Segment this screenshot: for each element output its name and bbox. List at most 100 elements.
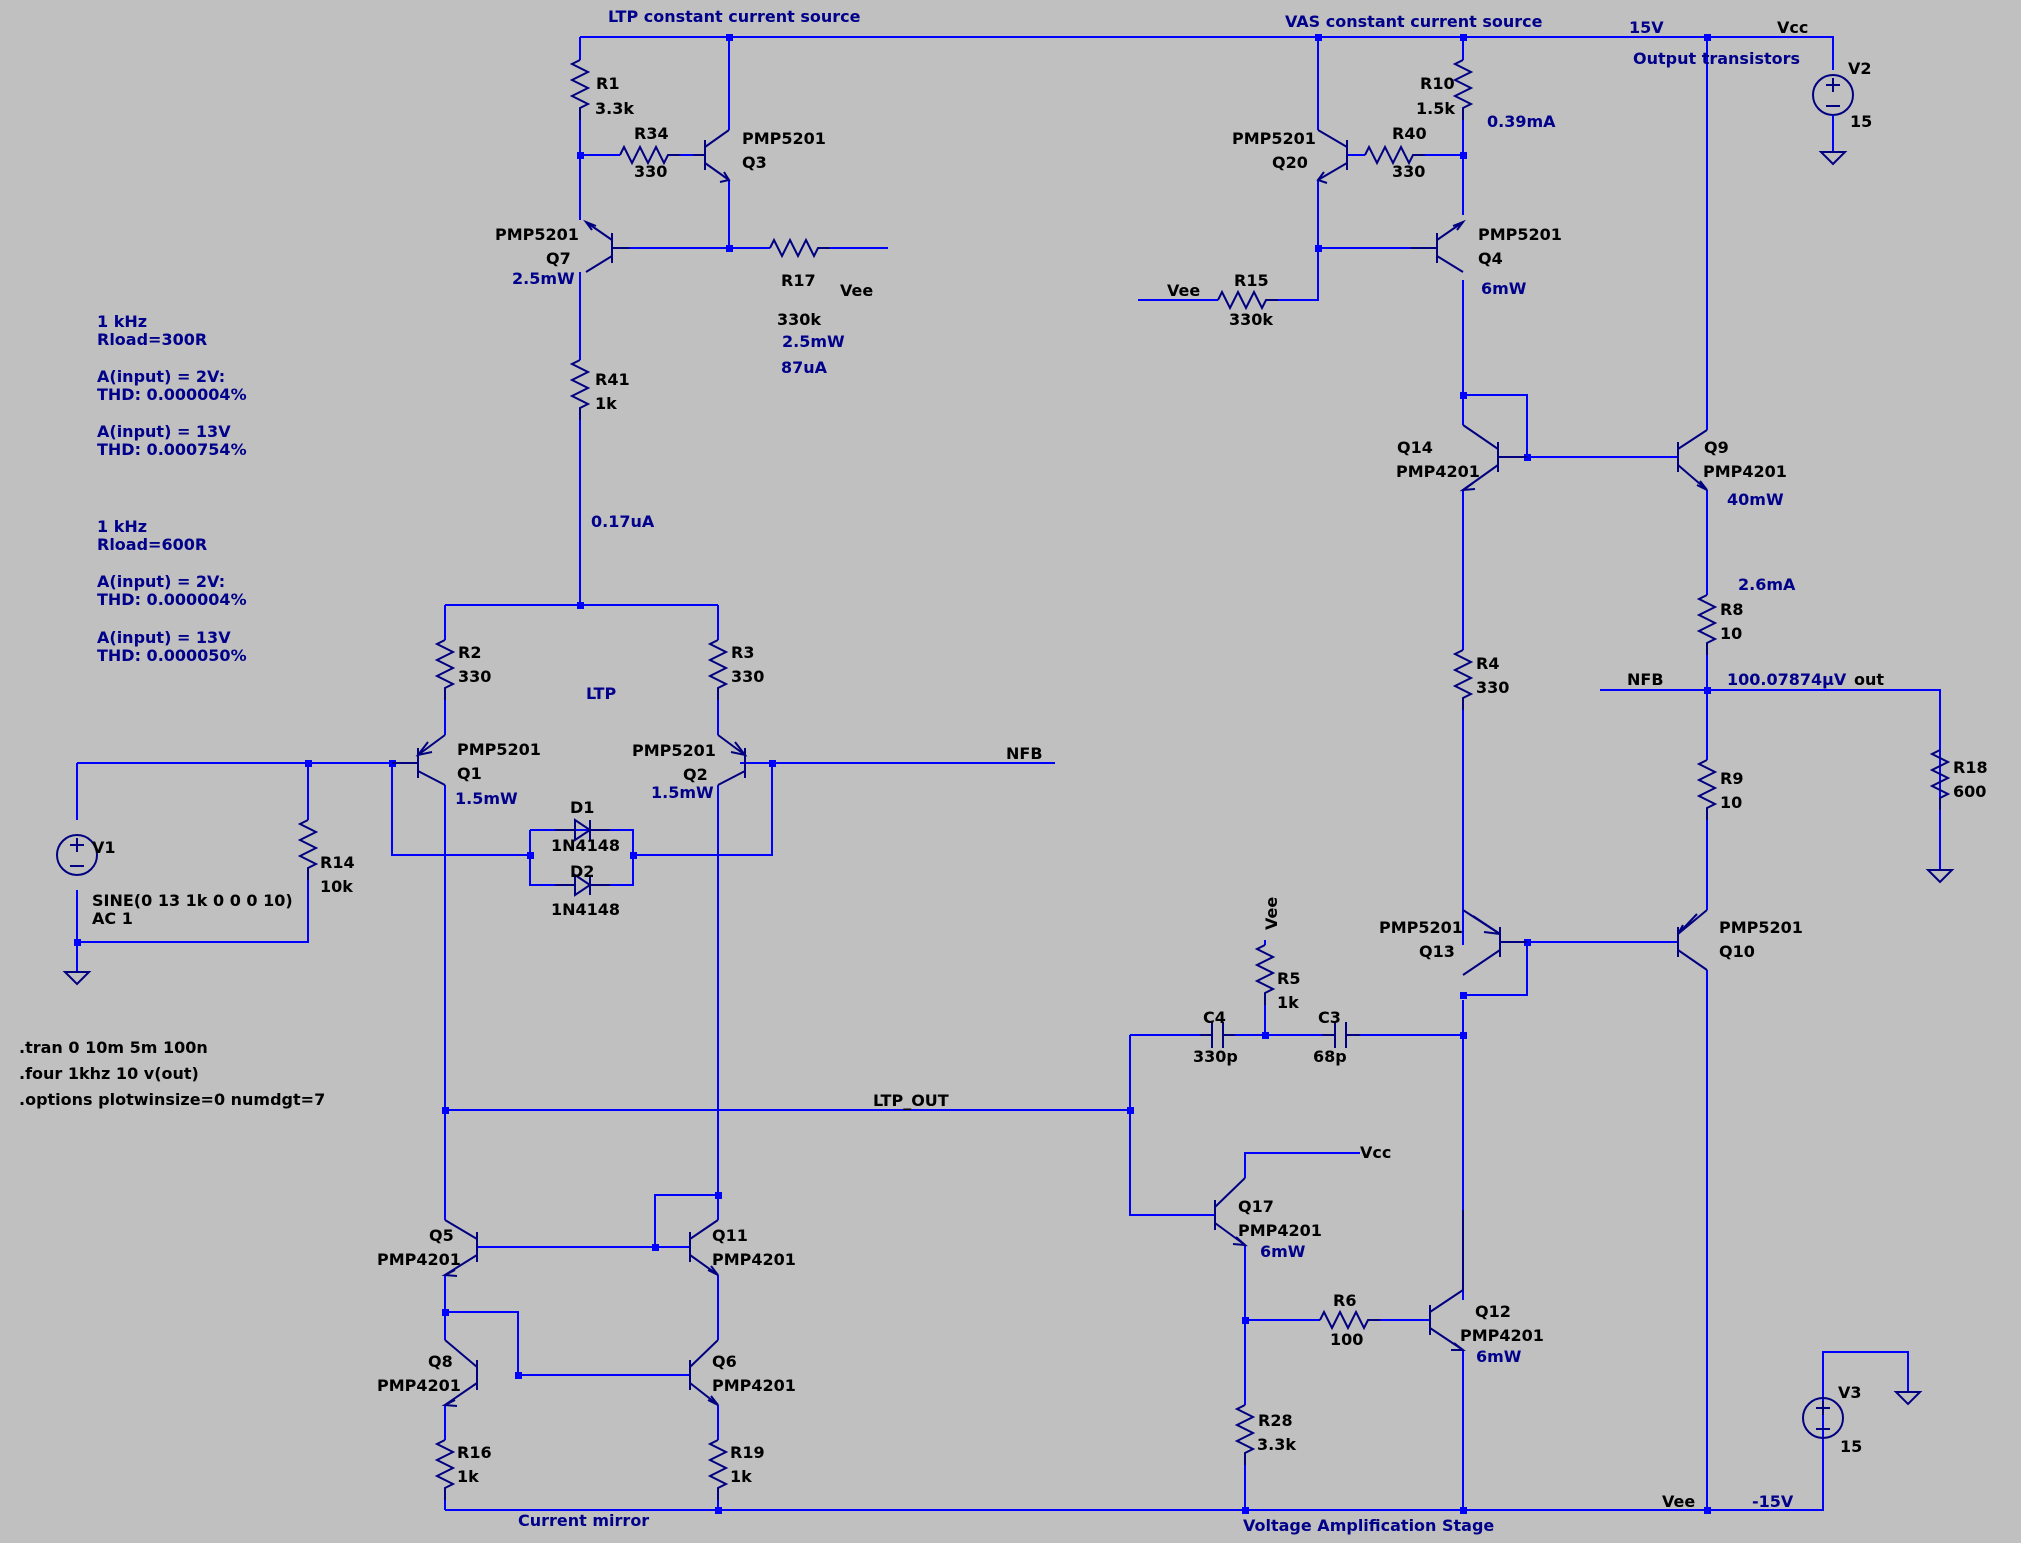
note2-line: A(input) = 2V: <box>97 572 225 591</box>
capacitor-c3[interactable] <box>1322 1022 1360 1048</box>
meas-q12-power: 6mW <box>1476 1347 1522 1366</box>
note2-line: THD: 0.000004% <box>97 590 247 609</box>
resistor-r8[interactable] <box>1696 594 1718 655</box>
r2-ref: R2 <box>458 643 481 662</box>
resistor-r3[interactable] <box>707 639 729 700</box>
transistor-q3[interactable] <box>693 129 731 183</box>
resistor-r4[interactable] <box>1452 649 1474 710</box>
r5-value: 1k <box>1277 993 1299 1012</box>
resistor-r1[interactable] <box>569 59 591 120</box>
transistor-q4[interactable] <box>1410 219 1466 273</box>
q3-ref: Q3 <box>742 153 767 172</box>
r34-value: 330 <box>634 162 667 181</box>
q1-ref: Q1 <box>457 764 482 783</box>
transistor-q14[interactable] <box>1459 424 1527 492</box>
r1-value: 3.3k <box>595 99 634 118</box>
q1-model: PMP5201 <box>457 740 541 759</box>
r40-value: 330 <box>1392 162 1425 181</box>
net-labels: 15V Vcc Vcc Vee Vee Vee Vee -15V NFB NFB… <box>840 18 1884 1511</box>
voltage-source-v2[interactable] <box>1812 74 1854 152</box>
diode-d1[interactable] <box>555 818 610 842</box>
meas-q7-power: 2.5mW <box>512 269 575 288</box>
meas-r8-current: 2.6mA <box>1738 575 1796 594</box>
transistor-q12[interactable] <box>1429 1210 1466 1351</box>
transistor-q6[interactable] <box>689 1339 719 1406</box>
resistor-r19[interactable] <box>707 1439 729 1500</box>
directive-four[interactable]: .four 1khz 10 v(out) <box>19 1064 199 1083</box>
r40-ref: R40 <box>1392 124 1427 143</box>
resistor-r14[interactable] <box>297 819 319 880</box>
note1-line: Rload=300R <box>97 330 207 349</box>
transistor-q20[interactable] <box>1316 129 1348 184</box>
note2-line: Rload=600R <box>97 535 207 554</box>
meas-r17-current: 87uA <box>781 358 828 377</box>
transistor-q10[interactable] <box>1677 909 1708 971</box>
d2-model: 1N4148 <box>551 900 620 919</box>
meas-q17-power: 6mW <box>1260 1242 1306 1261</box>
resistor-r15[interactable] <box>1217 289 1278 311</box>
r15-value: 330k <box>1229 310 1273 329</box>
transistor-q7[interactable] <box>583 219 630 273</box>
c3-value: 68p <box>1313 1047 1347 1066</box>
r8-ref: R8 <box>1720 600 1743 619</box>
d1-model: 1N4148 <box>551 836 620 855</box>
q17-ref: Q17 <box>1238 1197 1274 1216</box>
r19-ref: R19 <box>730 1443 765 1462</box>
title-current-mirror: Current mirror <box>518 1511 649 1530</box>
transistor-q17[interactable] <box>1214 1177 1248 1247</box>
resistor-r9[interactable] <box>1696 759 1718 820</box>
voltage-source-v3[interactable] <box>1802 1397 1844 1439</box>
r34-ref: R34 <box>634 124 669 143</box>
c4-value: 330p <box>1193 1047 1238 1066</box>
directive-tran[interactable]: .tran 0 10m 5m 100n <box>19 1038 208 1057</box>
resistor-r2[interactable] <box>434 639 456 700</box>
rail-vee-r15: Vee <box>1167 281 1200 300</box>
rail-plus15: 15V <box>1629 18 1664 37</box>
resistor-r40[interactable] <box>1364 144 1425 166</box>
title-ltp-ccs: LTP constant current source <box>608 7 861 26</box>
transistor-q8[interactable] <box>441 1339 478 1407</box>
transistor-q9[interactable] <box>1677 429 1708 491</box>
meas-r10-current: 0.39mA <box>1487 112 1556 131</box>
r1-ref: R1 <box>596 74 619 93</box>
resistor-r6[interactable] <box>1319 1309 1380 1331</box>
ground-icon <box>1925 869 1955 884</box>
net-ltp-out: LTP_OUT <box>873 1091 949 1110</box>
r6-ref: R6 <box>1333 1291 1356 1310</box>
resistor-r5[interactable] <box>1254 944 1276 1005</box>
r41-ref: R41 <box>595 370 630 389</box>
rail-vee-bottom: Vee <box>1662 1492 1695 1511</box>
q14-ref: Q14 <box>1397 438 1433 457</box>
resistor-labels: R1 3.3k R34 330 R17 330k R41 1k R2 330 R… <box>320 74 1988 1486</box>
q7-ref: Q7 <box>546 249 571 268</box>
transistor-q13[interactable] <box>1462 909 1527 976</box>
resistor-r28[interactable] <box>1234 1404 1256 1465</box>
q8-ref: Q8 <box>428 1352 453 1371</box>
net-out: out <box>1854 670 1884 689</box>
resistor-r10[interactable] <box>1452 59 1474 120</box>
resistor-r41[interactable] <box>569 359 591 420</box>
voltage-source-v1[interactable] <box>56 834 98 876</box>
rail-vcc: Vcc <box>1777 18 1808 37</box>
v1-ref: V1 <box>92 838 116 857</box>
resistor-r16[interactable] <box>434 1439 456 1500</box>
d1-ref: D1 <box>570 798 594 817</box>
q10-model: PMP5201 <box>1719 918 1803 937</box>
diode-d2[interactable] <box>555 873 610 897</box>
capacitor-c4[interactable] <box>1200 1022 1235 1048</box>
meas-r41-current: 0.17uA <box>591 512 655 531</box>
resistor-r18[interactable] <box>1929 749 1951 810</box>
q6-ref: Q6 <box>712 1352 737 1371</box>
v1-line1: SINE(0 13 1k 0 0 0 10) <box>92 891 293 910</box>
directive-options[interactable]: .options plotwinsize=0 numdgt=7 <box>19 1090 325 1109</box>
transistor-q11[interactable] <box>689 1219 719 1276</box>
transistor-q2[interactable] <box>717 734 748 786</box>
resistor-r34[interactable] <box>619 144 680 166</box>
transistor-q5[interactable] <box>441 1219 478 1277</box>
thd-notes: 1 kHz Rload=300R A(input) = 2V: THD: 0.0… <box>97 312 247 665</box>
r28-value: 3.3k <box>1257 1435 1296 1454</box>
c3-ref: C3 <box>1318 1008 1341 1027</box>
r10-value: 1.5k <box>1416 99 1455 118</box>
transistor-q1[interactable] <box>392 734 446 786</box>
r9-ref: R9 <box>1720 769 1743 788</box>
